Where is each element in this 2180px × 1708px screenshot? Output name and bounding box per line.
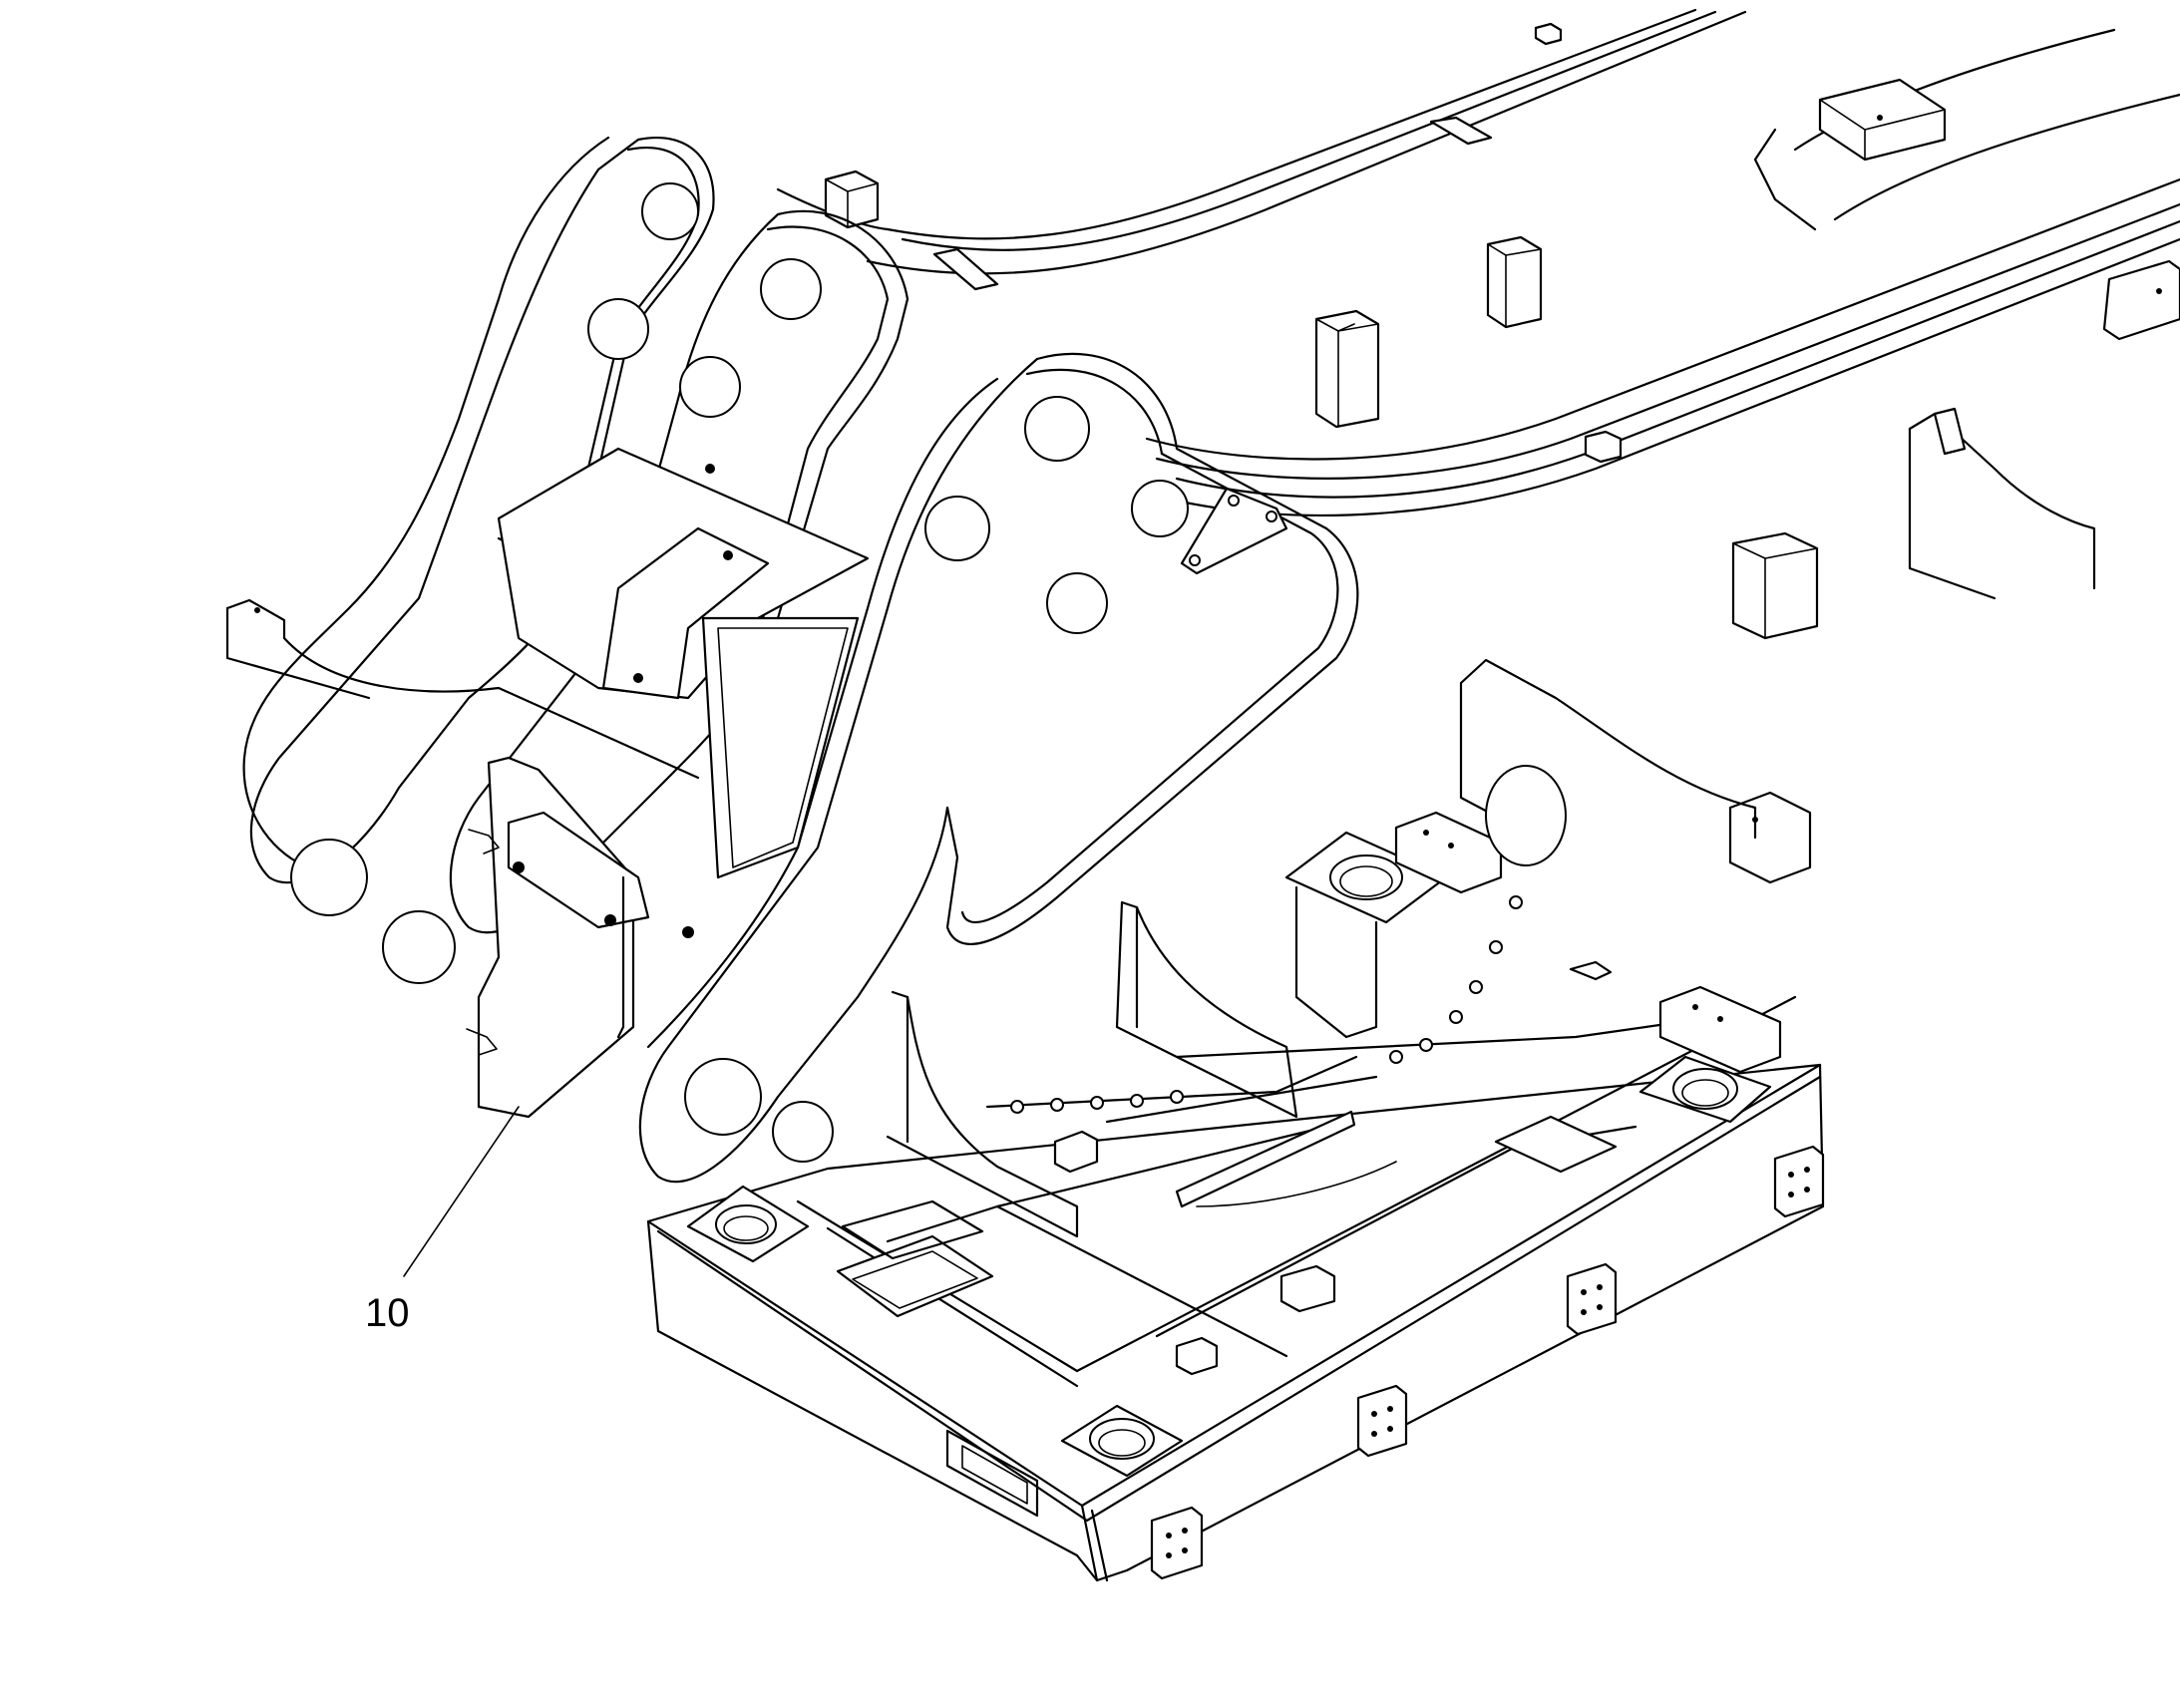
small-tab-1 [1534,22,1563,46]
flat-plate-1 [1429,116,1493,146]
handle-slot [945,1429,1039,1518]
crossbar-2 [1494,1115,1618,1174]
cover-plate-side [701,616,860,879]
side-tab-3 [1566,1262,1618,1336]
triangular-bracket [1180,487,1288,575]
vertical-block-1 [1314,309,1380,429]
crossbar-1 [1175,1110,1397,1208]
far-right-bracket [1908,407,2096,600]
rib-plate-2 [1115,900,1298,1119]
cover-plate-lower [477,756,694,1119]
bearing-cup-1 [1284,831,1448,1039]
mounting-block-1 [1818,78,1947,162]
upper-frame-rail-outer [776,8,1747,275]
wing-nut-1 [468,829,500,854]
right-bracket-large-hole [1459,658,1757,866]
small-block-1 [1584,430,1623,464]
vertical-block-2 [1486,235,1543,329]
bearing-cup-2 [1638,1055,1772,1124]
corner-bracket-1 [1394,811,1503,894]
foot-pocket-left [836,1234,994,1318]
small-pad-4 [1175,1336,1219,1376]
lower-frame-rail [1145,177,2180,516]
rib-plate-1 [886,990,1079,1238]
left-boom-tower [242,136,715,916]
side-tab-1 [1150,1506,1204,1580]
flat-plate-2 [932,247,999,291]
upper-tab-block [824,170,880,229]
bolt-hole-row [1010,895,1523,1114]
small-pad-1 [1569,960,1613,981]
mounting-block-2 [2102,259,2180,341]
callout-label: 10 [365,1291,410,1335]
rectangular-cutout [841,1199,984,1260]
bearing-cup-4 [1060,1404,1184,1478]
side-tab-4 [1773,1145,1825,1218]
right-frame-rail [1753,28,2180,231]
inner-frame-members [796,995,1797,1388]
small-pad-2 [1053,1130,1099,1174]
bearing-cup-3 [686,1185,810,1263]
side-tab-2 [1356,1384,1408,1458]
corner-bracket-3 [1728,791,1812,884]
middle-boom-tower [382,209,909,984]
right-boom-tower [638,352,1359,1184]
wing-nut-2 [466,1028,498,1056]
lower-main-frame [646,1063,1825,1582]
corner-bracket-2 [1658,985,1782,1074]
small-pad-3 [1279,1264,1336,1313]
callout-10: 10 [365,1106,520,1335]
vertical-block-3 [1731,531,1819,640]
